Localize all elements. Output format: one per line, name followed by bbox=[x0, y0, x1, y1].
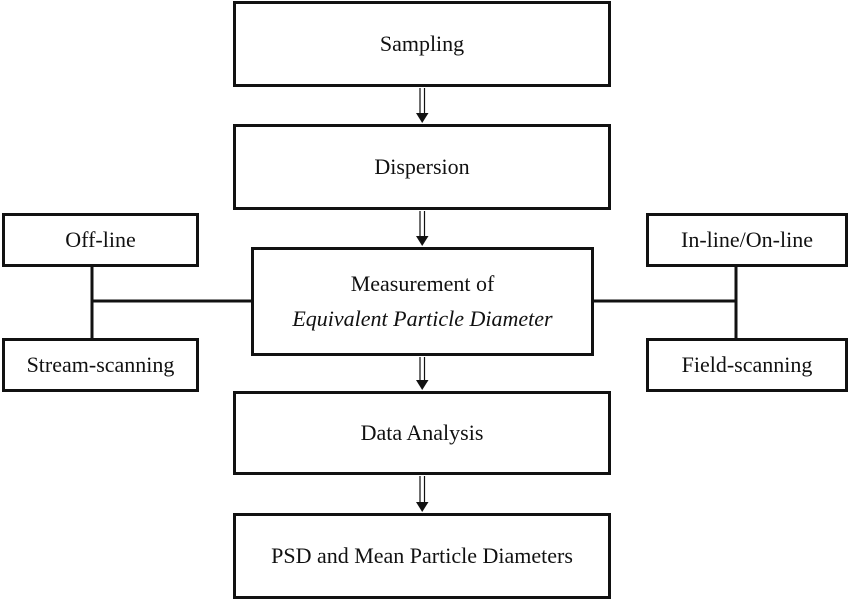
dispersion-box: Dispersion bbox=[233, 124, 611, 210]
data-analysis-label: Data Analysis bbox=[360, 419, 484, 445]
measurement-box: Measurement of Equivalent Particle Diame… bbox=[251, 247, 594, 356]
field-scanning-box: Field-scanning bbox=[646, 338, 848, 392]
field-scanning-label: Field-scanning bbox=[681, 351, 813, 377]
inline-online-label: In-line/On-line bbox=[681, 226, 813, 252]
right-bracket-connector bbox=[594, 267, 738, 338]
result-label: PSD and Mean Particle Diameters bbox=[271, 542, 573, 568]
left-bracket-connector bbox=[90, 267, 251, 338]
arrow-measurement-to-analysis bbox=[416, 357, 429, 390]
offline-label: Off-line bbox=[65, 226, 136, 252]
dispersion-label: Dispersion bbox=[374, 153, 470, 179]
arrow-analysis-to-result bbox=[416, 476, 429, 512]
offline-box: Off-line bbox=[2, 213, 199, 267]
measurement-label-line1: Measurement of bbox=[350, 271, 495, 297]
stream-scanning-label: Stream-scanning bbox=[26, 351, 175, 377]
data-analysis-box: Data Analysis bbox=[233, 391, 611, 475]
sampling-box: Sampling bbox=[233, 1, 611, 87]
result-box: PSD and Mean Particle Diameters bbox=[233, 513, 611, 599]
arrow-dispersion-to-measurement bbox=[416, 211, 429, 246]
arrow-sampling-to-dispersion bbox=[416, 88, 429, 123]
measurement-label-line2: Equivalent Particle Diameter bbox=[292, 305, 553, 331]
stream-scanning-box: Stream-scanning bbox=[2, 338, 199, 392]
sampling-label: Sampling bbox=[379, 30, 465, 56]
inline-online-box: In-line/On-line bbox=[646, 213, 848, 267]
